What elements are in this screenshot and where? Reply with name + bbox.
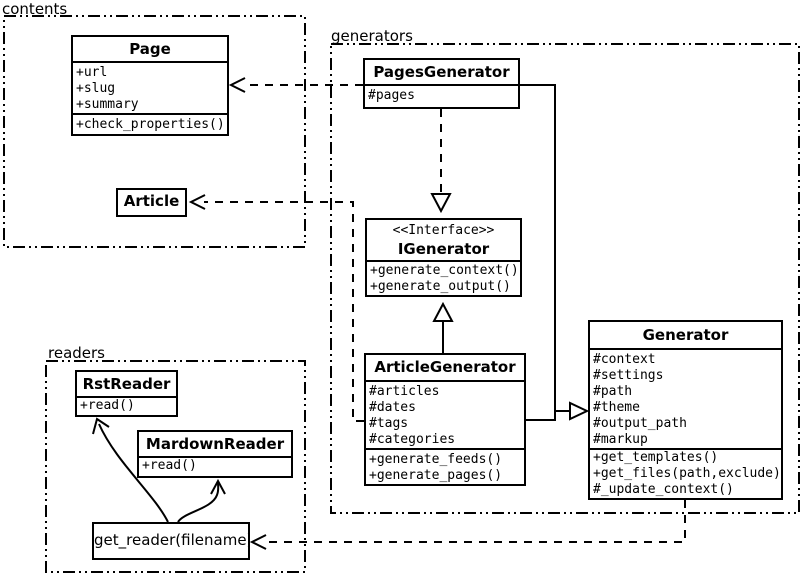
open-arrowhead-getreader: [249, 534, 267, 550]
attribute-line: #path: [593, 384, 633, 399]
method-line: +generate_pages(): [369, 468, 503, 483]
attribute-line: #categories: [369, 432, 456, 447]
class-name-article: Article: [123, 192, 180, 210]
package-border-contents: [3, 15, 306, 248]
attribute-line: #tags: [369, 416, 409, 431]
class-box-pagesgenerator: PagesGenerator #pages: [363, 58, 520, 109]
method-line: +read(): [142, 458, 197, 473]
method-line: +read(): [80, 398, 135, 413]
attribute-line: #theme: [593, 400, 640, 415]
class-name-igenerator: IGenerator: [397, 240, 490, 258]
methods-compartment-generator: +get_templates() +get_files(path,exclude…: [590, 450, 781, 498]
class-box-rstreader: RstReader +read(): [75, 370, 178, 417]
method-line: +generate_context(): [370, 263, 519, 278]
edge-articlegenerator-to-article: [204, 201, 364, 422]
title-compartment-igenerator: <<Interface>> IGenerator: [367, 220, 520, 262]
class-name-pagesgenerator: PagesGenerator: [365, 60, 518, 86]
package-label-generators: generators: [331, 27, 413, 45]
attribute-line: #settings: [593, 368, 664, 383]
open-arrowhead-article: [188, 194, 206, 210]
methods-compartment-mardownreader: +read(): [139, 458, 291, 476]
package-label-contents: contents: [2, 0, 68, 18]
attribute-line: #markup: [593, 432, 648, 447]
attribute-line: #articles: [369, 384, 440, 399]
method-line: +generate_output(): [370, 279, 511, 294]
function-box-get-reader: get_reader(filename): [92, 522, 250, 560]
class-box-igenerator: <<Interface>> IGenerator +generate_conte…: [365, 218, 522, 297]
edge-getreader-to-rstreader: [98, 423, 169, 523]
package-border-generators: [330, 43, 800, 514]
class-box-articlegenerator: ArticleGenerator #articles #dates #tags …: [364, 353, 526, 486]
methods-compartment-page: +check_properties(): [73, 115, 227, 134]
open-arrowhead-mardownreader: [210, 478, 226, 495]
attribute-line: #output_path: [593, 416, 687, 431]
class-name-mardownreader: MardownReader: [139, 432, 291, 458]
class-box-page: Page +url +slug +summary +check_properti…: [71, 35, 229, 136]
method-line: +get_files(path,exclude): [593, 466, 781, 481]
stereotype-label: <<Interface>>: [392, 223, 495, 238]
class-name-rstreader: RstReader: [77, 372, 176, 398]
attribute-line: #dates: [369, 400, 416, 415]
package-label-readers: readers: [48, 344, 105, 362]
attribute-line: #context: [593, 352, 656, 367]
get-reader-label: get_reader(filename): [94, 531, 248, 549]
attribute-line: +url: [76, 65, 108, 80]
open-arrowhead-rstreader: [92, 417, 110, 435]
attributes-compartment-pagesgenerator: #pages: [365, 86, 518, 107]
class-name-articlegenerator: ArticleGenerator: [366, 355, 524, 382]
package-border-readers: [45, 360, 306, 573]
class-name-page: Page: [73, 37, 227, 63]
method-line: +check_properties(): [76, 117, 225, 132]
edge-generator-to-getreader: [266, 500, 686, 543]
attributes-compartment-articlegenerator: #articles #dates #tags #categories: [366, 382, 524, 450]
methods-compartment-igenerator: +generate_context() +generate_output(): [367, 262, 520, 295]
method-line: #_update_context(): [593, 482, 734, 497]
edge-pagesgenerator-to-generator: [520, 84, 556, 421]
open-arrowhead-page: [228, 77, 246, 93]
hollow-triangle-generator: [569, 401, 590, 421]
attributes-compartment-generator: #context #settings #path #theme #output_…: [590, 350, 781, 450]
hollow-triangle-igenerator-top: [430, 193, 452, 214]
edge-getreader-to-mardownreader: [177, 481, 220, 523]
method-line: +get_templates(): [593, 450, 719, 465]
class-box-mardownreader: MardownReader +read(): [137, 430, 293, 478]
attribute-line: #pages: [368, 88, 415, 103]
methods-compartment-rstreader: +read(): [77, 398, 176, 415]
class-box-generator: Generator #context #settings #path #them…: [588, 320, 783, 500]
method-line: +generate_feeds(): [369, 452, 503, 467]
methods-compartment-articlegenerator: +generate_feeds() +generate_pages(): [366, 450, 524, 484]
class-box-article: Article: [116, 188, 187, 217]
hollow-triangle-igenerator-bottom: [432, 301, 454, 322]
attribute-line: +summary: [76, 97, 139, 112]
attributes-compartment-page: +url +slug +summary: [73, 63, 227, 115]
class-name-generator: Generator: [590, 322, 781, 350]
attribute-line: +slug: [76, 81, 116, 96]
